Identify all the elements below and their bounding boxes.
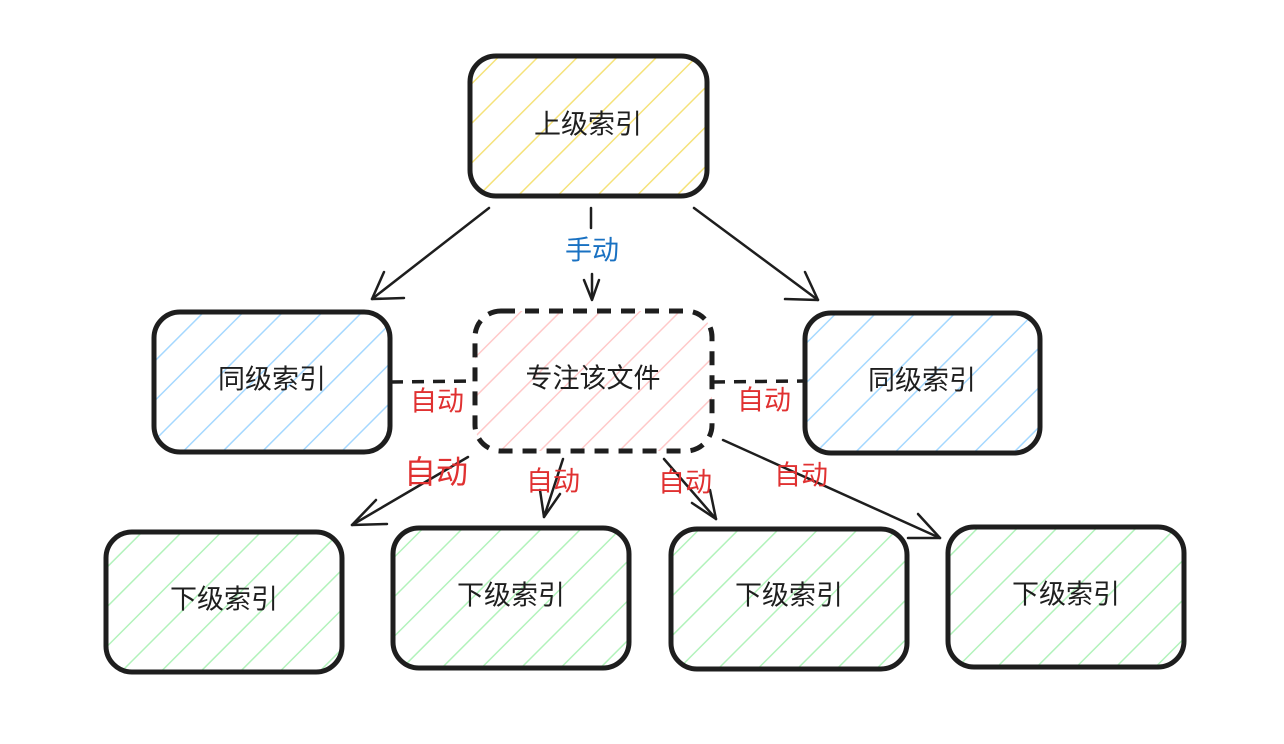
edge-focus-to-lower-3 bbox=[662, 457, 718, 521]
edge-focus-to-lower-2 bbox=[538, 457, 565, 519]
node-lower-index-1[interactable]: 下级索引 bbox=[103, 529, 345, 675]
node-focus-file-label: 专注该文件 bbox=[526, 364, 661, 395]
node-sibling-index-right-label: 同级索引 bbox=[868, 366, 976, 397]
edge-upper-to-left-sibling bbox=[370, 206, 491, 301]
edge-labels: 手动 自动 自动 自动 自动 自动 自动 bbox=[404, 236, 828, 499]
node-lower-index-4-label: 下级索引 bbox=[1012, 580, 1120, 611]
node-lower-index-2[interactable]: 下级索引 bbox=[390, 525, 632, 671]
edge-label-manual: 手动 bbox=[565, 236, 619, 267]
edge-focus-to-lower-1 bbox=[350, 455, 470, 527]
edge-upper-to-right-sibling bbox=[692, 206, 820, 302]
node-focus-file[interactable]: 专注该文件 bbox=[472, 308, 715, 454]
edge-label-auto-lower-4: 自动 bbox=[774, 461, 828, 492]
edge-left-sibling-to-focus bbox=[390, 379, 473, 384]
node-lower-index-4[interactable]: 下级索引 bbox=[945, 524, 1187, 670]
node-lower-index-3-label: 下级索引 bbox=[735, 581, 843, 612]
node-lower-index-2-label: 下级索引 bbox=[457, 581, 565, 612]
node-lower-index-3[interactable]: 下级索引 bbox=[668, 526, 910, 672]
edges bbox=[350, 206, 942, 540]
edge-label-auto-right-sibling: 自动 bbox=[737, 386, 791, 417]
edge-focus-to-right-sibling bbox=[712, 379, 805, 384]
edge-upper-to-focus bbox=[582, 206, 601, 302]
node-sibling-index-left-label: 同级索引 bbox=[218, 365, 326, 396]
node-sibling-index-right[interactable]: 同级索引 bbox=[802, 310, 1043, 456]
edge-focus-to-lower-4 bbox=[721, 438, 942, 540]
node-upper-index[interactable]: 上级索引 bbox=[467, 53, 710, 199]
edge-label-auto-left-sibling: 自动 bbox=[410, 387, 464, 418]
edge-label-auto-lower-1: 自动 bbox=[404, 453, 468, 491]
edge-label-auto-lower-2: 自动 bbox=[526, 467, 580, 498]
node-upper-index-label: 上级索引 bbox=[534, 110, 642, 141]
node-sibling-index-left[interactable]: 同级索引 bbox=[151, 309, 393, 455]
node-lower-index-1-label: 下级索引 bbox=[170, 585, 278, 616]
edge-label-auto-lower-3: 自动 bbox=[658, 468, 712, 499]
